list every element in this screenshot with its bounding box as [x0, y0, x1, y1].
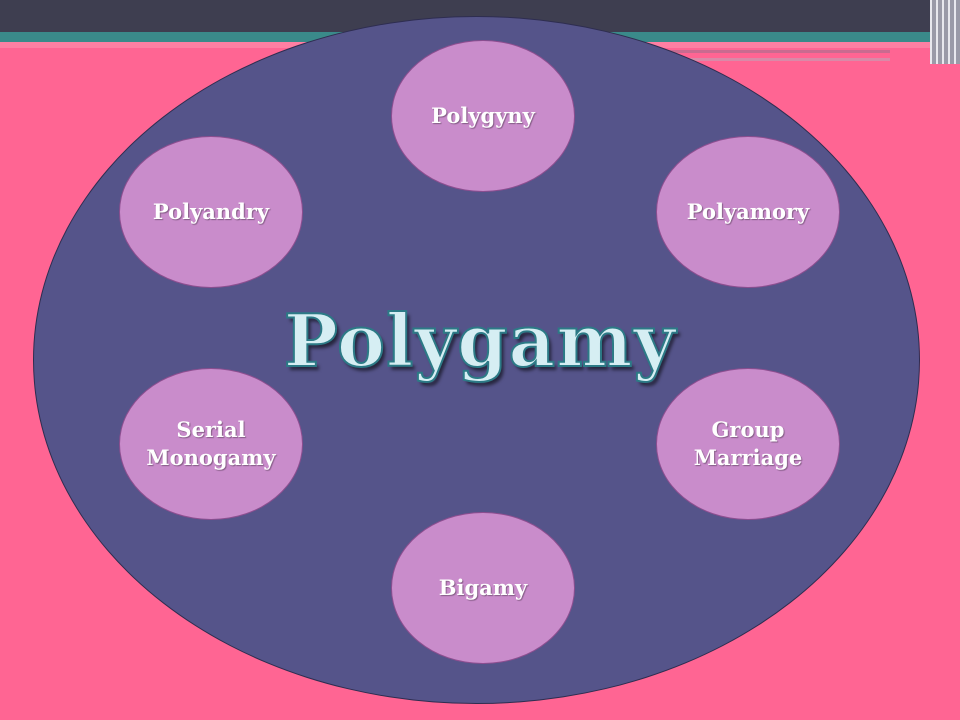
node-polyandry: Polyandry	[119, 136, 303, 288]
corner-decoration	[930, 0, 960, 64]
node-label: Polyamory	[686, 198, 810, 224]
node-bigamy: Bigamy	[391, 512, 575, 664]
node-serial-monogamy: Serial Monogamy	[119, 368, 303, 520]
node-polygyny: Polygyny	[391, 40, 575, 192]
node-label: Polyandry	[152, 198, 270, 224]
header-accent-line	[640, 50, 890, 53]
node-label: Polygyny	[431, 102, 535, 128]
node-group-marriage: Group Marriage	[656, 368, 840, 520]
diagram-title: Polygamy	[283, 297, 677, 384]
node-label: Serial Monogamy	[146, 416, 276, 470]
header-accent-line	[690, 58, 890, 61]
node-polyamory: Polyamory	[656, 136, 840, 288]
node-label: Bigamy	[438, 574, 528, 600]
node-label: Group Marriage	[693, 416, 803, 470]
